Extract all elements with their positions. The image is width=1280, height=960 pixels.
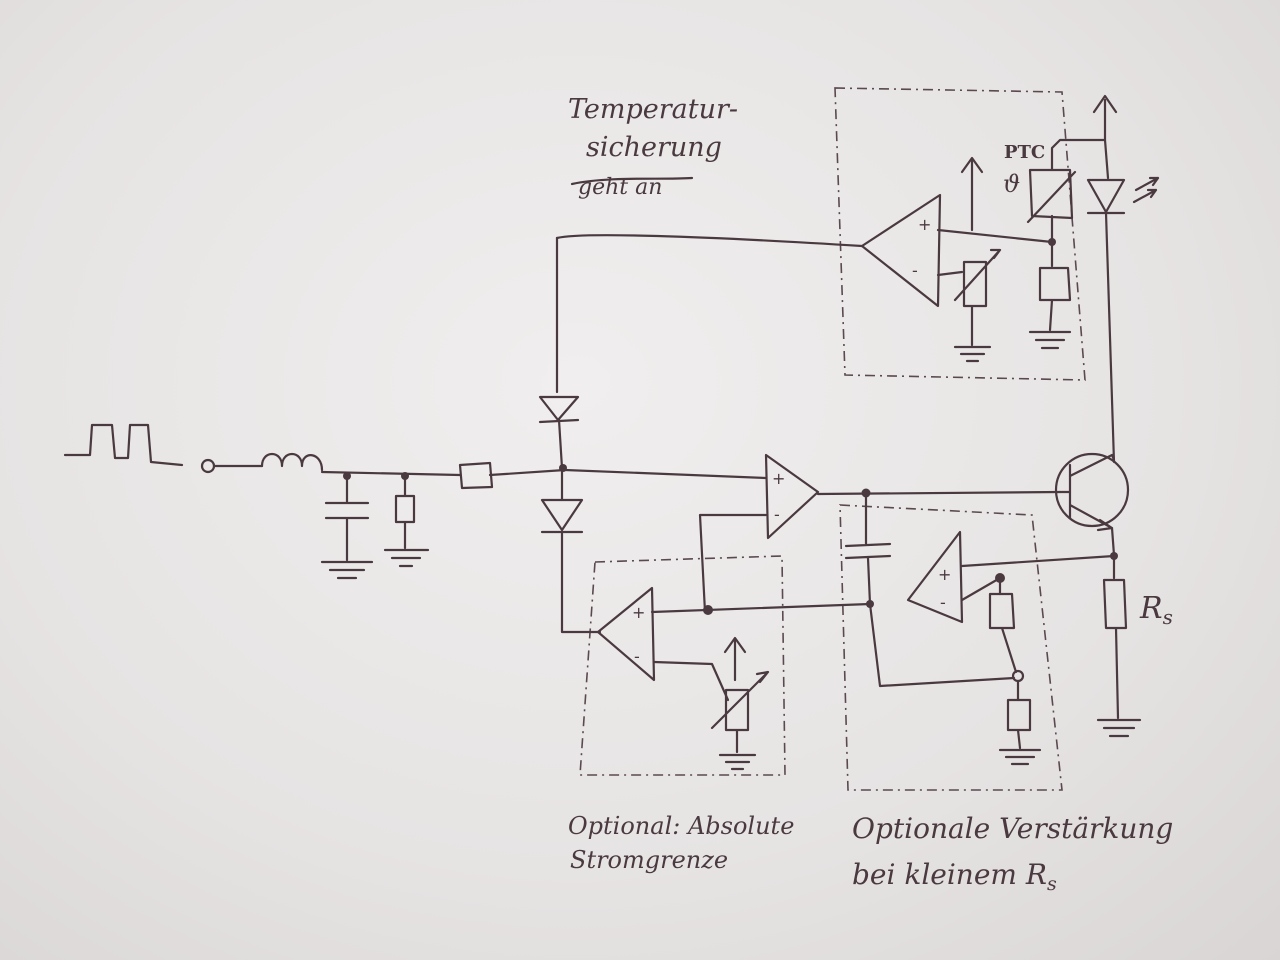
lower-clamp-diode [540,466,602,634]
limit-minus-wire [652,660,730,702]
ground-icon [998,748,1042,766]
ground-icon [320,560,374,580]
sense-resistor [1102,554,1128,720]
upper-clamp-diode [538,395,580,470]
sense-wire [960,554,1116,568]
opamp-plus: + [632,603,645,622]
amplification-label-line2: bei kleinem Rs [852,858,1057,895]
ground-icon [1028,330,1072,350]
inductor-coil [260,452,324,472]
limit-potentiometer [710,670,770,754]
temperature-label-line1: Temperatur- [568,94,738,125]
input-terminal [200,458,216,474]
divider-resistor [1038,266,1072,332]
gain-wire [960,576,1002,602]
ground-icon [1096,718,1142,738]
current-limit-label-line1: Optional: Absolute [568,812,794,840]
reference-potentiometer [953,248,1002,347]
filter-capacitor [324,474,370,562]
temperature-opamp [860,193,942,308]
feedback-bus-wire [650,602,872,614]
amp-opamp [906,530,964,624]
temperature-label-line2: sicherung [586,132,722,163]
filter-wire [320,470,462,477]
opamp-minus: - [912,261,918,280]
opamp-plus-wire [936,228,1054,244]
sense-resistor-label: Rs [1139,591,1173,629]
current-limit-block-boundary [579,555,786,776]
temperature-feedback-wire [555,234,864,248]
opamp-plus: + [938,565,951,584]
ptc-thermistor [1026,138,1107,268]
filter-resistor [394,474,416,550]
opamp-minus: - [940,593,946,612]
amplification-block-boundary [839,504,1063,791]
ground-icon [718,753,757,771]
output-transistor [1054,452,1130,528]
junction-node [1011,669,1025,683]
opamp-plus: + [918,215,931,234]
compensation-capacitor [844,491,892,606]
square-wave-symbol [63,423,184,467]
main-opamp [764,453,820,540]
led-light-rays-icon [1132,176,1160,204]
transistor-internals [1058,453,1116,557]
gain-resistor-lower [1006,698,1032,750]
opamp-plus: + [772,469,785,488]
amplification-label-line1: Optionale Verstärkung [852,812,1173,845]
series-resistor [458,461,567,490]
opamp-minus: - [774,505,780,524]
gain-resistor-upper [988,592,1018,674]
current-limit-label-line2: Stromgrenze [570,846,728,874]
ground-icon [383,548,430,568]
supply-arrow-icon [723,636,747,682]
current-limit-opamp [596,586,656,682]
strike-through-mark [570,176,694,186]
main-opamp-feedback [698,513,768,614]
ptc-label: PTC [1004,142,1045,163]
opamp-minus-wire [936,270,964,277]
supply-arrow-icon [1092,94,1118,180]
gain-feedback-wire [868,602,1020,702]
base-drive-wire [816,490,1062,496]
status-led [1086,178,1126,464]
main-input-wire [563,468,768,480]
theta-label: ϑ [1003,170,1020,198]
opamp-minus: - [634,647,640,666]
temperature-block-boundary [834,87,1086,381]
ground-icon [953,345,992,363]
supply-arrow-icon [960,156,984,232]
